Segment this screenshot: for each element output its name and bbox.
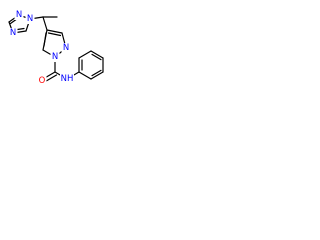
triazole-n1-atom: N — [25, 14, 35, 24]
amide-nh-atom: NH — [60, 74, 74, 84]
triazole-n2-atom: N — [14, 10, 24, 20]
triazole-n2-label: N — [16, 10, 22, 20]
pyrazole-n2-atom: N — [61, 43, 71, 53]
label-backdrop — [61, 43, 71, 53]
label-backdrop — [37, 76, 47, 86]
label-backdrop — [25, 14, 35, 24]
bond — [46, 29, 63, 34]
pyrazole-n1-atom: N — [50, 52, 60, 62]
label-backdrop — [8, 28, 18, 38]
bond — [42, 29, 48, 51]
atom-label-layer: N N N N N O NH — [8, 10, 74, 86]
amide-nh-label: NH — [61, 74, 74, 84]
label-backdrop — [50, 52, 60, 62]
pyrazole-n2-label: N — [63, 43, 69, 53]
carbonyl-oxygen-label: O — [39, 76, 46, 86]
label-backdrop — [60, 74, 74, 84]
bond — [91, 69, 102, 77]
bond — [47, 32, 62, 37]
label-backdrop — [14, 10, 24, 20]
bond — [42, 16, 48, 31]
bond — [78, 71, 92, 80]
bond — [90, 71, 104, 80]
triazole-n1-label: N — [27, 14, 33, 24]
bond — [90, 50, 104, 59]
bond — [78, 50, 92, 59]
bond — [91, 53, 102, 61]
pyrazole-n1-label: N — [52, 52, 58, 62]
carbonyl-oxygen-atom: O — [37, 76, 47, 86]
triazole-n4-label: N — [10, 28, 16, 38]
bond-layer — [8, 14, 104, 83]
triazole-n4-atom: N — [8, 28, 18, 38]
structure-diagram: N N N N N O NH — [8, 10, 104, 86]
